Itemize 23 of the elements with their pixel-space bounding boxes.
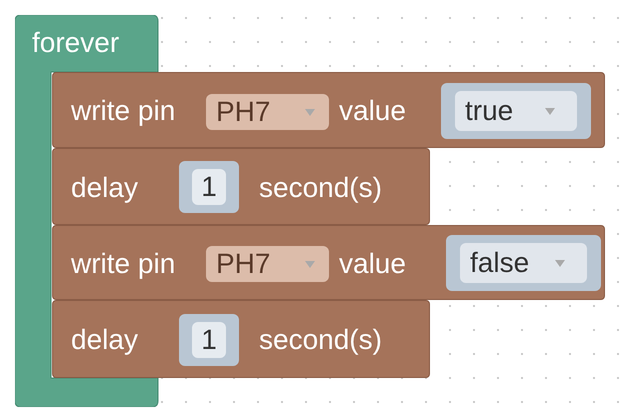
command-block [52, 148, 430, 225]
block-label: delay [71, 172, 138, 204]
pin-dropdown: PH7 [206, 94, 329, 130]
value-socket [441, 83, 591, 139]
number-field: 1 [192, 322, 226, 358]
pin-dropdown: PH7 [206, 246, 329, 282]
block-label: value [339, 248, 406, 280]
block-label: forever [32, 27, 120, 59]
command-block [52, 300, 430, 378]
value-socket [446, 235, 601, 291]
block-label: second(s) [259, 172, 382, 204]
number-socket [179, 314, 239, 366]
number-field: 1 [192, 169, 226, 205]
number-socket [179, 161, 239, 213]
value-dropdown: false [460, 243, 587, 283]
block-label: value [339, 95, 406, 127]
value-dropdown: true [455, 91, 577, 131]
block-label: delay [71, 324, 138, 356]
block-label: write pin [71, 248, 176, 280]
block-label: second(s) [259, 324, 382, 356]
command-block [52, 225, 605, 300]
block-label: write pin [71, 95, 176, 127]
command-block [52, 72, 605, 148]
